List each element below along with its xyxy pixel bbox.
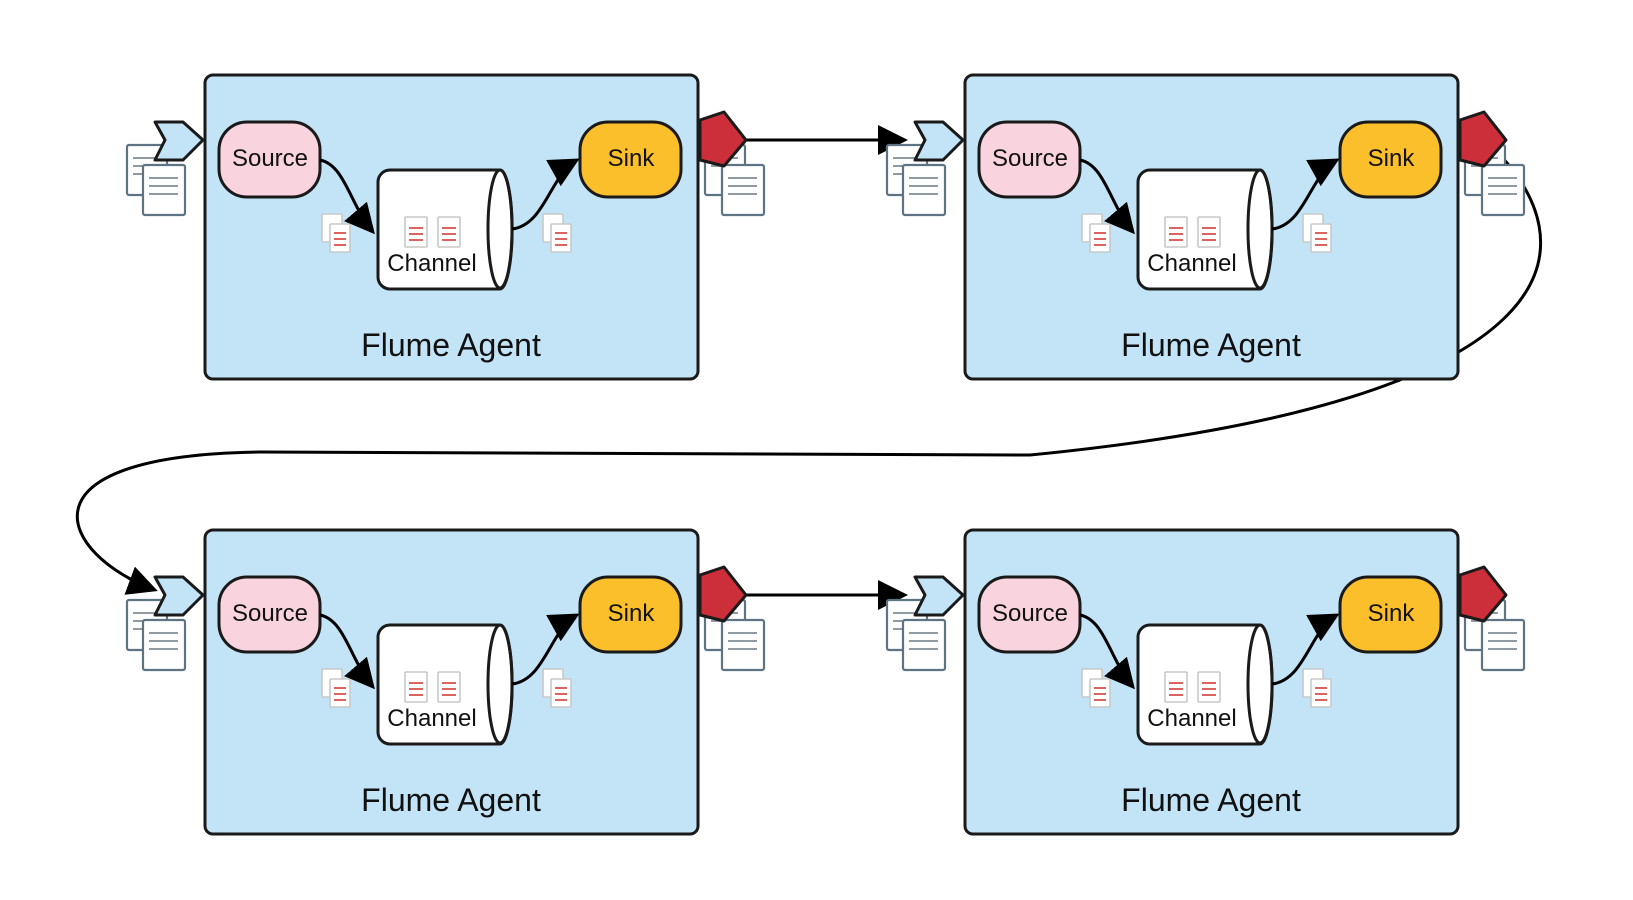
source-node xyxy=(977,120,1082,199)
event-file-icon xyxy=(1302,668,1332,708)
sink-node xyxy=(578,120,683,199)
event-file-icon xyxy=(321,668,351,708)
sink-label: Sink xyxy=(608,145,656,172)
source-label: Source xyxy=(232,145,308,172)
sink-node xyxy=(1338,575,1443,654)
flume-agent-2: Source Sink Channel xyxy=(885,73,1526,381)
sink-label: Sink xyxy=(1368,145,1416,172)
output-document-stack-icon xyxy=(703,143,766,217)
input-document-stack-icon xyxy=(885,143,947,217)
input-port-icon xyxy=(913,575,965,617)
event-file-icon xyxy=(1164,216,1221,248)
source-label: Source xyxy=(992,145,1068,172)
event-file-icon xyxy=(404,216,461,248)
input-port-icon xyxy=(153,120,205,162)
source-node xyxy=(977,575,1082,654)
agent-connectors xyxy=(75,125,1543,610)
channel-label: Channel xyxy=(387,705,476,732)
sink-label: Sink xyxy=(1368,600,1416,627)
agent-title: Flume Agent xyxy=(1121,782,1301,818)
sink-label: Sink xyxy=(608,600,656,627)
event-file-icon xyxy=(542,213,572,253)
flume-agent-3: Source Sink Channel xyxy=(125,528,766,836)
sink-node xyxy=(578,575,683,654)
channel-label: Channel xyxy=(387,250,476,277)
source-node xyxy=(217,575,322,654)
source-node xyxy=(217,120,322,199)
flume-agent-1: Source Sink Channel xyxy=(125,73,766,381)
event-file-icon xyxy=(542,668,572,708)
channel-label: Channel xyxy=(1147,250,1236,277)
input-document-stack-icon xyxy=(125,598,187,672)
channel-label: Channel xyxy=(1147,705,1236,732)
event-file-icon xyxy=(1164,671,1221,703)
input-port-icon xyxy=(153,575,205,617)
agent-title: Flume Agent xyxy=(1121,327,1301,363)
agent-title: Flume Agent xyxy=(361,327,541,363)
connector-agent-2-to-3 xyxy=(75,143,1543,595)
source-label: Source xyxy=(992,600,1068,627)
event-file-icon xyxy=(1302,213,1332,253)
agent-title: Flume Agent xyxy=(361,782,541,818)
output-port-icon xyxy=(1458,565,1508,623)
input-port-icon xyxy=(913,120,965,162)
source-label: Source xyxy=(232,600,308,627)
sink-node xyxy=(1338,120,1443,199)
event-file-icon xyxy=(404,671,461,703)
flume-agent-4: Source Sink Channel xyxy=(885,528,1526,836)
output-port-icon xyxy=(1458,110,1508,168)
output-port-icon xyxy=(698,565,748,623)
input-document-stack-icon xyxy=(125,143,187,217)
output-port-icon xyxy=(698,110,748,168)
